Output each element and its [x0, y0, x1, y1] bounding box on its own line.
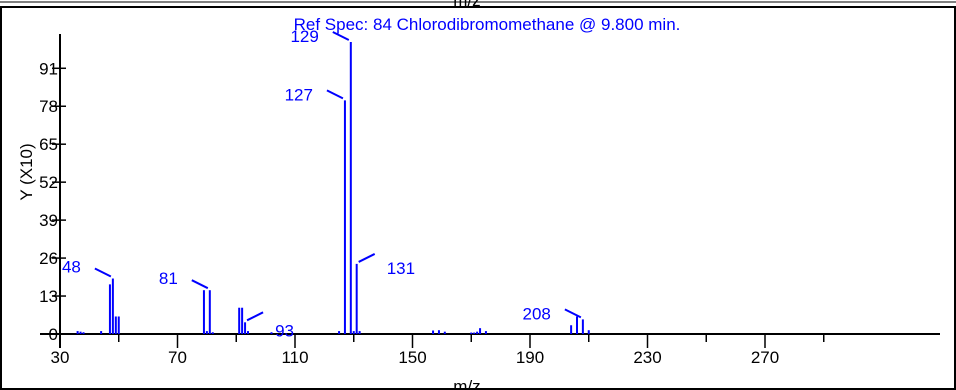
top-panel-cutoff-label: m/z	[453, 0, 480, 10]
y-tick-label: 13	[39, 287, 58, 306]
y-tick-label: 0	[49, 325, 58, 344]
y-tick-label: 39	[39, 211, 58, 230]
x-tick-label: 150	[398, 348, 426, 367]
peak-leader-line	[564, 308, 582, 319]
x-tick-label: 230	[633, 348, 661, 367]
y-tick-label: 91	[39, 59, 58, 78]
peak-label: 48	[62, 258, 81, 277]
chart-title: Ref Spec: 84 Chlorodibromomethane @ 9.80…	[294, 15, 681, 34]
peak-label: 127	[285, 85, 313, 104]
y-tick-label: 78	[39, 97, 58, 116]
x-tick-label: 270	[751, 348, 779, 367]
x-axis-title: m/z	[453, 377, 480, 390]
peak-leader-line	[332, 31, 350, 41]
peak-leader-line	[191, 279, 209, 290]
x-tick-label: 30	[51, 348, 70, 367]
peak-label: 81	[159, 269, 178, 288]
y-tick-label: 52	[39, 173, 58, 192]
peak-label: 208	[523, 304, 551, 323]
peak-label: 129	[290, 27, 318, 46]
y-tick-label: 26	[39, 249, 58, 268]
peak-leader-line	[358, 253, 376, 263]
peak-label: 93	[275, 321, 294, 340]
x-tick-label: 110	[281, 348, 308, 367]
peak-leader-line	[94, 267, 112, 278]
y-axis-title: Y (X10)	[17, 143, 36, 200]
x-tick-label: 70	[168, 348, 187, 367]
x-tick-label: 190	[516, 348, 544, 367]
peak-label: 131	[387, 259, 415, 278]
peak-leader-line	[246, 311, 264, 322]
y-tick-label: 65	[39, 135, 58, 154]
peak-leader-line	[326, 89, 344, 100]
plot-frame	[0, 6, 956, 390]
